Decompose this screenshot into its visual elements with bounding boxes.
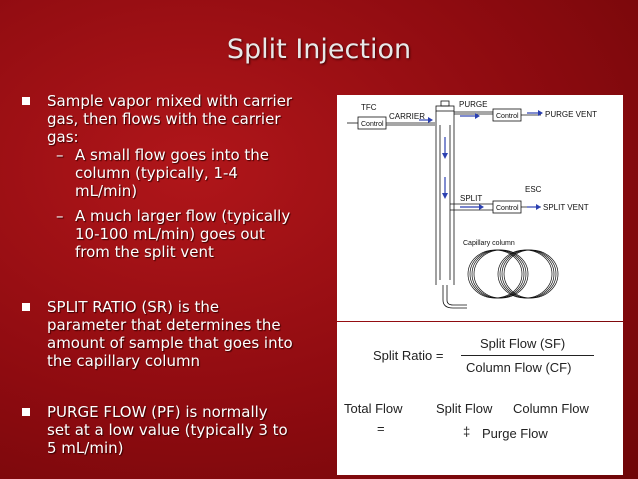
capillary-column-label: Capillary column <box>463 240 515 247</box>
split-flow-term: Split Flow <box>436 401 493 416</box>
bullet-1-text: Sample vapor mixed with carrier gas, the… <box>47 92 292 146</box>
text-line: the capillary column <box>47 352 201 370</box>
split-ratio-numerator: Split Flow (SF) <box>480 336 566 351</box>
carrier-arrowhead <box>428 117 433 123</box>
text-line: SPLIT RATIO (SR) is the <box>47 298 220 316</box>
text-line: 5 mL/min) <box>47 439 124 457</box>
tfc-label: TFC <box>361 103 377 112</box>
total-flow-label: Total Flow <box>344 401 403 416</box>
purge-control-label: Control <box>496 113 519 120</box>
sub-bullet-1-text: A small flow goes into the column (typic… <box>75 146 269 200</box>
sum-symbol: ‡ <box>463 424 471 439</box>
purge-flow-term: Purge Flow <box>482 426 548 441</box>
text-line: Sample vapor mixed with carrier <box>47 92 293 110</box>
bullet-marker <box>20 406 32 418</box>
split-ratio-label: Split Ratio = <box>373 348 444 363</box>
slide-title: Split Injection <box>226 34 412 65</box>
bullet-marker <box>20 301 32 313</box>
split-vent-label: SPLIT VENT <box>543 203 589 212</box>
text-line: A small flow goes into the <box>75 146 270 164</box>
purge-vent-label: PURGE VENT <box>545 110 597 119</box>
text-line: gas: <box>47 128 79 146</box>
sub-bullet-dash: – <box>56 207 64 225</box>
sub-bullet-dash: – <box>56 146 64 164</box>
sub-bullet-2-text: A much larger flow (typically 10-100 mL/… <box>75 207 290 261</box>
total-flow-equals: = <box>377 421 385 436</box>
fraction-bar <box>461 355 594 356</box>
purge-vent-arrow <box>538 110 543 116</box>
bullet-3-text: PURGE FLOW (PF) is normally set at a low… <box>47 403 288 457</box>
injector-schematic: TFC Control CARRIER PURGE <box>347 100 597 309</box>
text-line: A much larger flow (typically <box>75 207 291 225</box>
text-line: gas, then flows with the carrier <box>47 110 281 128</box>
septum <box>435 105 455 112</box>
text-line: mL/min) <box>75 182 138 200</box>
septum-nut <box>440 100 450 107</box>
bullet-2-text: SPLIT RATIO (SR) is the parameter that d… <box>47 298 293 370</box>
capillary-column-coil <box>467 249 559 299</box>
text-line: PURGE FLOW (PF) is normally <box>47 403 268 421</box>
carrier-label: CARRIER <box>389 112 425 121</box>
tfc-control-label: Control <box>361 121 384 128</box>
esc-label: ESC <box>525 185 542 194</box>
split-ratio-denominator: Column Flow (CF) <box>466 360 572 375</box>
purge-label: PURGE <box>459 100 487 109</box>
text-line: column (typically, 1-4 <box>75 164 238 182</box>
text-line: set at a low value (typically 3 to <box>47 421 288 439</box>
text-line: 10-100 mL/min) goes out <box>75 225 265 243</box>
text-line: amount of sample that goes into <box>47 334 293 352</box>
split-control-label: Control <box>496 205 519 212</box>
split-injector-diagram: TFC Control CARRIER PURGE <box>337 95 623 321</box>
text-line: parameter that determines the <box>47 316 281 334</box>
bullet-marker <box>20 95 32 107</box>
column-flow-term: Column Flow <box>513 401 589 416</box>
formula-panel: Split Ratio = Split Flow (SF) Column Flo… <box>337 322 623 475</box>
text-line: from the split vent <box>75 243 214 261</box>
split-vent-arrow <box>536 204 541 210</box>
split-label: SPLIT <box>460 194 482 203</box>
